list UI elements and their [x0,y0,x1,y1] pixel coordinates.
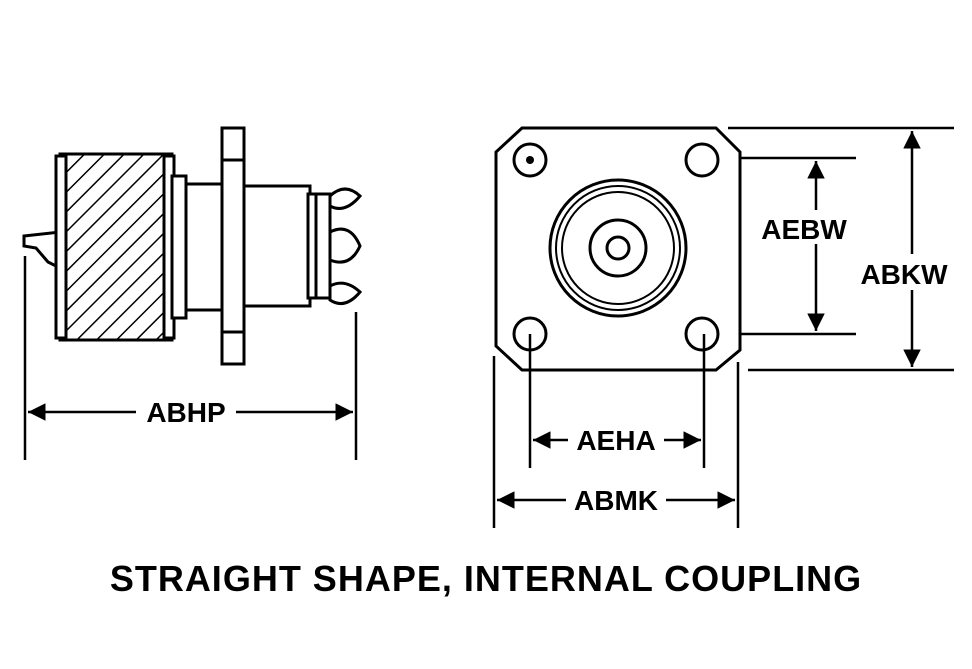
center-contact [605,235,631,261]
mounting-hole [684,316,720,352]
mounting-flange [220,126,246,366]
abhp-dimension [23,256,358,460]
front-barrel [242,184,312,308]
aeha-dimension [528,334,706,468]
side-view [22,126,363,366]
abkw-dimension [728,126,954,372]
abmk-dimension [492,356,740,528]
connector-body [170,174,188,320]
abkw-label: ABKW [860,259,948,290]
abhp-label: ABHP [146,397,225,428]
aebw-label: AEBW [761,214,847,245]
abmk-label: ABMK [574,485,658,516]
front-view [494,126,742,372]
figure-caption: STRAIGHT SHAPE, INTERNAL COUPLING [109,558,863,599]
knurled-nut [58,152,174,342]
aebw-dimension [740,156,856,336]
bayonet-lugs [328,187,363,210]
aeha-label: AEHA [576,425,655,456]
mounting-hole [684,142,720,178]
